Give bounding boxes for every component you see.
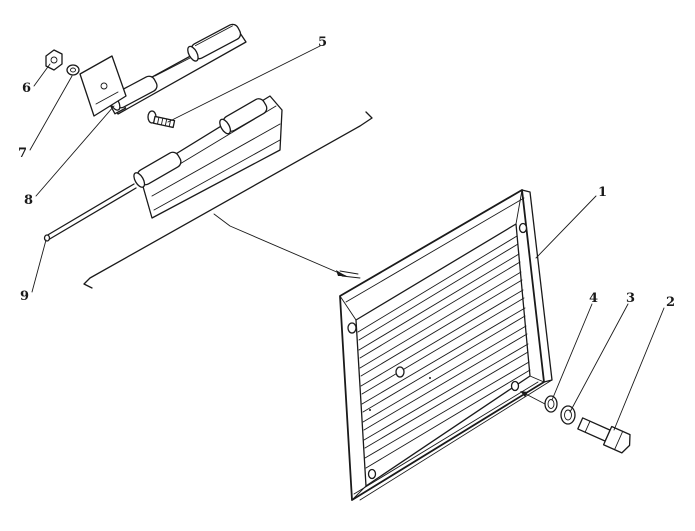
pin-rod-part-9 [43, 183, 137, 242]
assembly-lines [213, 213, 546, 405]
panel-hole-bottom-left [367, 468, 377, 480]
screw-part-5 [147, 110, 176, 129]
callout-1: 1 [598, 185, 607, 200]
panel-hole-top-right [518, 222, 528, 234]
callout-5: 5 [318, 35, 327, 50]
callout-4: 4 [589, 291, 598, 306]
callout-8: 8 [24, 193, 33, 208]
hinge-leaf-lower [133, 95, 283, 219]
panel-ribs [357, 235, 531, 469]
washer-part-3 [560, 405, 576, 425]
callout-3: 3 [626, 291, 635, 306]
callout-2: 2 [666, 295, 675, 310]
bolt-part-2 [577, 417, 631, 454]
spring-washer-part-4 [544, 395, 558, 413]
callout-7: 7 [18, 146, 27, 161]
panel-part-1 [339, 189, 553, 501]
small-plate [79, 55, 127, 117]
panel-hole-top-left [347, 322, 357, 334]
panel-center-hole [395, 366, 405, 378]
callout-9: 9 [20, 289, 29, 304]
leader-lines [29, 45, 665, 431]
hinge-leaf-upper [105, 23, 247, 115]
washer-part-7 [66, 64, 80, 76]
callout-6: 6 [22, 81, 31, 96]
panel-hole-bottom-right [510, 380, 520, 392]
frame-outline [83, 111, 373, 289]
nut-part-6 [45, 49, 63, 71]
